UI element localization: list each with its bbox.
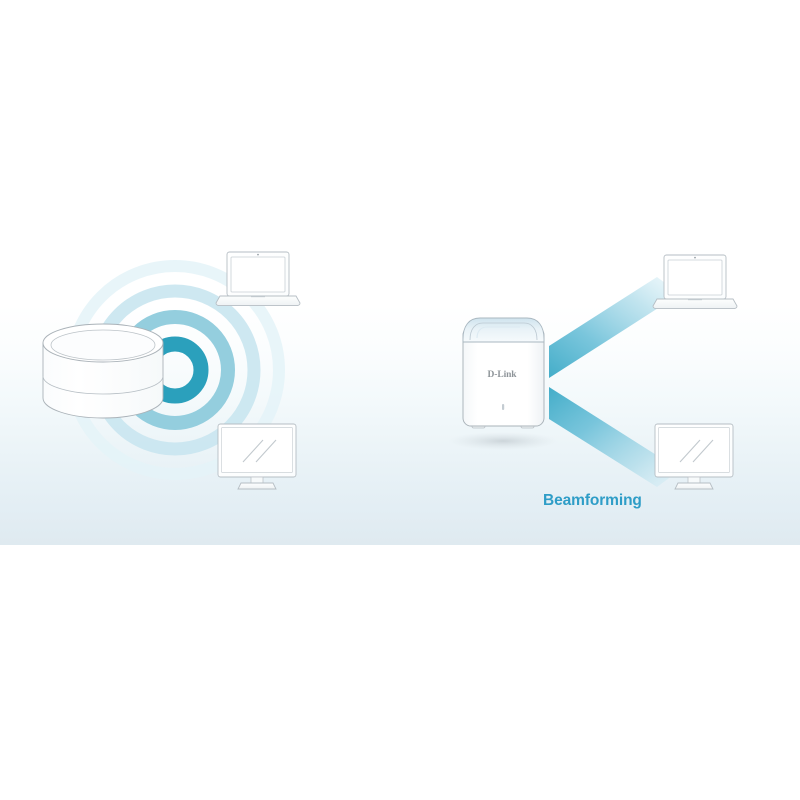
router-shadow	[448, 432, 558, 450]
box-router	[462, 317, 545, 429]
round-router-body	[42, 342, 164, 419]
round-router-seam	[42, 375, 164, 395]
beam-to-monitor	[549, 387, 680, 487]
illustration-panel: D-Link Beamforming	[0, 0, 800, 545]
signal-rings	[65, 260, 285, 480]
client-laptop-left	[215, 251, 301, 307]
client-monitor-left	[217, 423, 297, 490]
beam-to-laptop	[549, 277, 680, 378]
router-cap-highlight	[476, 326, 520, 339]
router-cap-inner	[469, 322, 538, 341]
router-top-cap	[462, 317, 545, 343]
beamforming-caption: Beamforming	[543, 492, 642, 509]
dlink-brand-label: D-Link	[487, 370, 517, 380]
router-led-indicator	[502, 404, 505, 410]
client-laptop-right	[652, 254, 738, 310]
round-router	[42, 323, 164, 419]
left-scene	[42, 251, 301, 490]
illustration-artwork	[42, 251, 738, 490]
laptop-icon	[215, 251, 301, 307]
right-scene	[448, 254, 738, 490]
round-router-top-inner	[50, 329, 156, 361]
client-monitor-right	[654, 423, 734, 490]
laptop-icon	[652, 254, 738, 310]
monitor-icon	[217, 423, 297, 490]
monitor-icon	[654, 423, 734, 490]
